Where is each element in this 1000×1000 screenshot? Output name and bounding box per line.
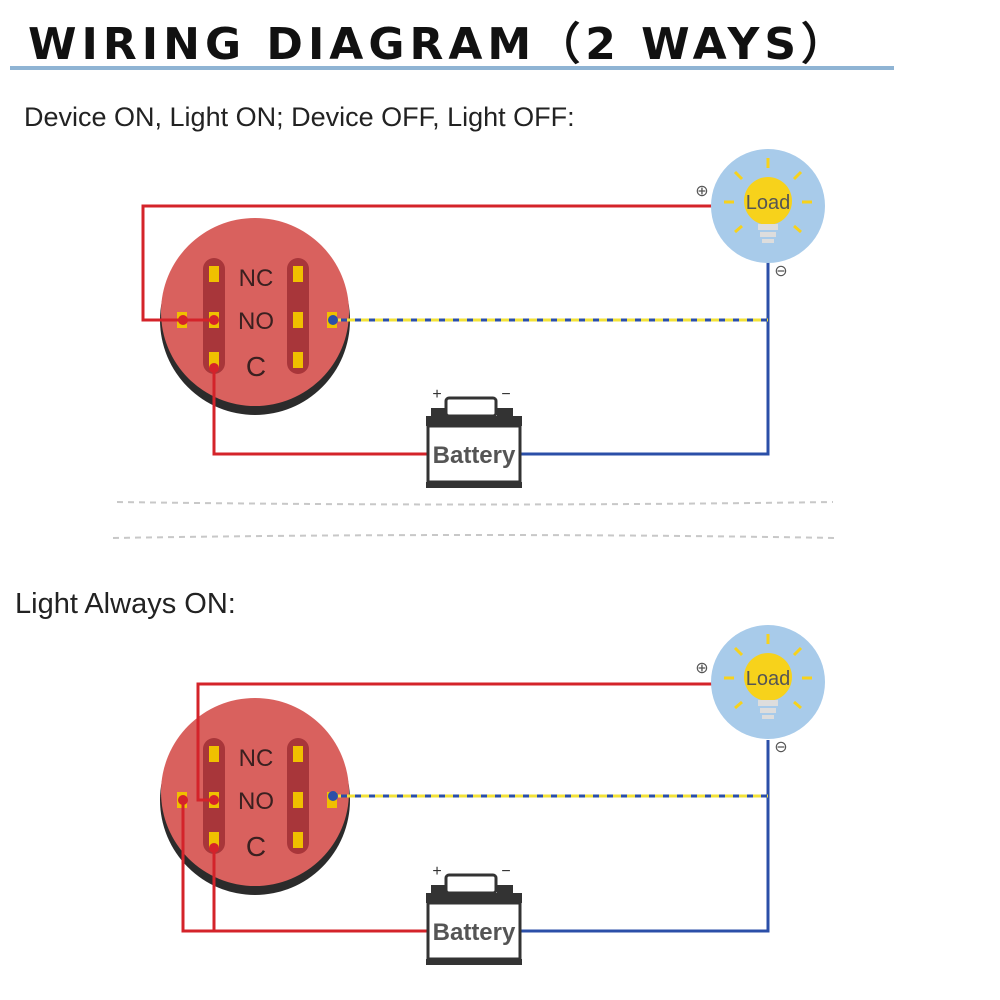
diagram-2-label: Light Always ON: [15, 588, 236, 620]
positive-wire-to-load [141, 204, 712, 322]
load-positive-symbol: ⊕ [695, 183, 708, 200]
terminal-no-right [293, 312, 303, 328]
terminal-c-left [209, 832, 219, 848]
switch-nc-label: NC [239, 745, 274, 772]
node-no [209, 315, 219, 325]
diagram-1-label: Device ON, Light ON; Device OFF, Light O… [24, 102, 575, 132]
terminal-c-right [293, 832, 303, 848]
led-positive-wire-to-battery [181, 800, 430, 933]
negative-wire [519, 740, 770, 933]
section-separator [112, 501, 838, 539]
light-rays-icon [724, 634, 812, 710]
battery-body [426, 901, 522, 961]
terminal-nc-left [209, 266, 219, 282]
switch-c-label: C [246, 831, 266, 862]
load-1: Load ⊕ ⊖ [695, 149, 825, 280]
battery-positive-symbol: + [432, 386, 441, 403]
terminal-c-right [293, 352, 303, 368]
load-label: Load [746, 668, 791, 690]
wiring-diagram-1: NC NO C Load ⊕ ⊖ [141, 149, 825, 488]
load-negative-symbol: ⊖ [774, 739, 787, 756]
terminal-nc-right [293, 266, 303, 282]
battery-label: Battery [433, 442, 516, 469]
switch-2: NC NO C [160, 698, 350, 895]
wiring-diagram-2: NC NO C Load ⊕ ⊖ [160, 625, 825, 965]
battery-body [426, 424, 522, 484]
battery-2: Battery + − [426, 863, 522, 965]
node-common [209, 363, 219, 373]
terminal-c-left [209, 352, 219, 368]
node-led-negative [328, 791, 338, 801]
battery-label: Battery [433, 919, 516, 946]
switch-1: NC NO C [160, 218, 350, 415]
bulb-base-icon [758, 700, 778, 706]
battery-positive-symbol: + [432, 863, 441, 880]
page-title: WIRING DIAGRAM（2 WAYS） [28, 19, 851, 70]
node-led-negative [328, 315, 338, 325]
switch-no-label: NO [238, 788, 274, 815]
node-no [209, 795, 219, 805]
terminal-nc-left [209, 746, 219, 762]
common-wire-to-battery [212, 368, 430, 456]
node-common [209, 843, 219, 853]
battery-negative-symbol: − [501, 863, 510, 880]
bulb-icon [744, 653, 792, 701]
battery-1: Battery + − [426, 386, 522, 488]
terminal-nc-right [293, 746, 303, 762]
node-led-positive [178, 795, 188, 805]
switch-c-label: C [246, 351, 266, 382]
load-label: Load [746, 192, 791, 214]
positive-wire-to-load [196, 682, 712, 802]
battery-negative-symbol: − [501, 386, 510, 403]
light-rays-icon [724, 158, 812, 234]
title-underline [10, 66, 894, 70]
load-2: Load ⊕ ⊖ [695, 625, 825, 756]
node-led-positive [178, 315, 188, 325]
load-negative-symbol: ⊖ [774, 263, 787, 280]
switch-nc-label: NC [239, 265, 274, 292]
switch-no-label: NO [238, 308, 274, 335]
bulb-icon [744, 177, 792, 225]
terminal-no-right [293, 792, 303, 808]
battery-handle-icon [444, 873, 498, 895]
battery-handle-icon [444, 396, 498, 418]
load-positive-symbol: ⊕ [695, 660, 708, 677]
negative-wire [519, 262, 770, 456]
bulb-base-icon [758, 224, 778, 230]
